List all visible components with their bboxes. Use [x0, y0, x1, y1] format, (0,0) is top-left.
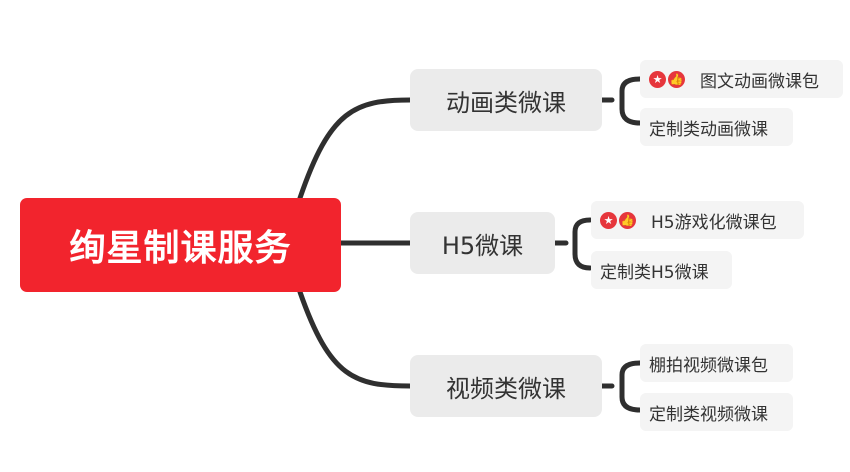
star-icon: ★: [600, 211, 617, 229]
recommend-badges: ★ 👍: [600, 211, 638, 229]
branch-node-video: 视频类微课: [410, 355, 602, 417]
connector-root-to-video: [297, 289, 413, 389]
thumbs-up-icon: 👍: [619, 211, 636, 229]
leaf-node-h5-custom: 定制类H5微课: [591, 251, 732, 289]
leaf-node-animation-package: ★ 👍 图文动画微课包: [640, 60, 843, 98]
star-icon: ★: [649, 70, 666, 88]
leaf-label: 棚拍视频微课包: [649, 355, 768, 376]
leaf-node-animation-custom: 定制类动画微课: [640, 108, 793, 146]
leaf-node-video-package: 棚拍视频微课包: [640, 344, 793, 382]
leaf-label: H5游戏化微课包: [651, 212, 777, 233]
connector-h5-leaves: [552, 217, 593, 271]
connector-video-leaves: [599, 360, 643, 413]
recommend-badges: ★ 👍: [649, 70, 687, 88]
branch-node-animation: 动画类微课: [410, 69, 602, 131]
connector-root-to-animation: [297, 97, 413, 201]
leaf-label: 图文动画微课包: [700, 71, 819, 92]
root-node: 绚星制课服务: [20, 198, 341, 292]
leaf-node-video-custom: 定制类视频微课: [640, 393, 793, 431]
connector-animation-leaves: [599, 76, 643, 126]
leaf-label: 定制类视频微课: [649, 404, 768, 425]
branch-node-h5: H5微课: [410, 212, 555, 274]
leaf-label: 定制类H5微课: [600, 262, 709, 283]
thumbs-up-icon: 👍: [668, 70, 685, 88]
leaf-label: 定制类动画微课: [649, 119, 768, 140]
leaf-node-h5-package: ★ 👍 H5游戏化微课包: [591, 201, 804, 239]
